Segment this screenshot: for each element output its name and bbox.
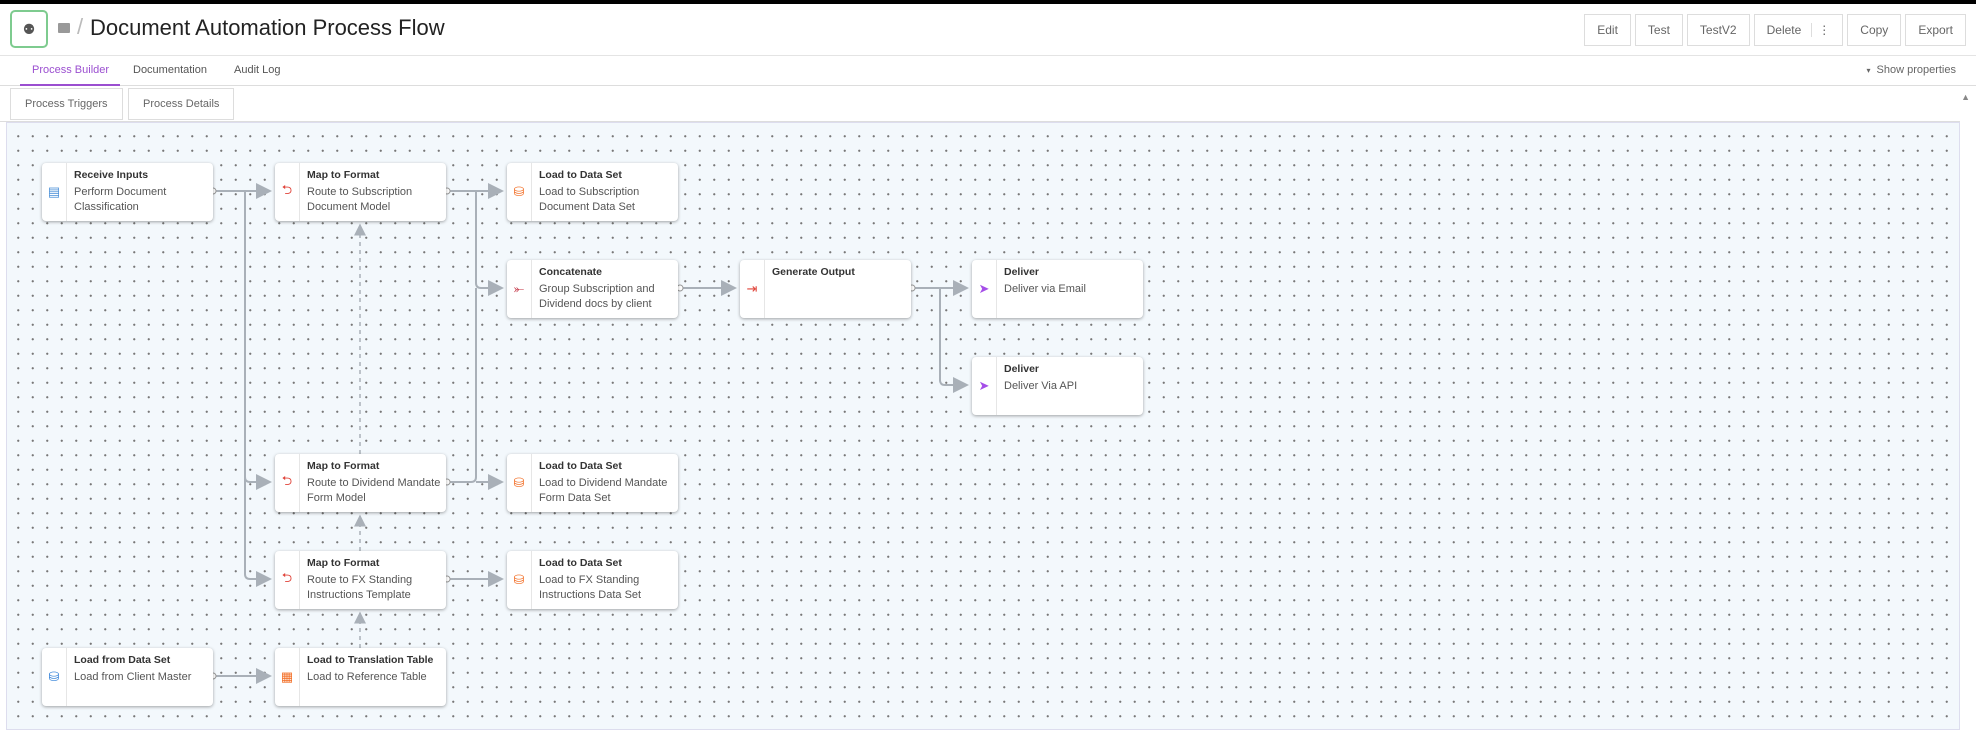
window-top-border [0,0,1976,4]
database-load-icon: ⛁ [42,648,67,706]
database-icon: ⛁ [507,551,532,609]
database-icon: ⛁ [507,163,532,221]
node-title: Load from Data Set [74,654,171,666]
process-node[interactable]: ⮌ Map to Format Route to Dividend Mandat… [275,454,446,512]
subtab-bar: Process Triggers Process Details [0,86,1960,122]
tab-documentation[interactable]: Documentation [133,64,207,76]
process-node[interactable]: ⤜ Concatenate Group Subscription and Div… [507,260,678,318]
export-button[interactable]: Export [1905,14,1966,46]
process-canvas[interactable] [6,122,1960,730]
merge-icon: ⤜ [507,260,532,318]
node-title: Deliver [1004,266,1040,278]
database-icon: ⛁ [507,454,532,512]
process-node[interactable]: ▤ Receive Inputs Perform Document Classi… [42,163,213,221]
process-node[interactable]: ⮌ Map to Format Route to FX Standing Ins… [275,551,446,609]
show-properties-toggle[interactable]: ▾ Show properties [1866,64,1956,76]
header: ⚉ / Document Automation Process Flow Edi… [0,4,1976,56]
process-triggers-button[interactable]: Process Triggers [10,88,123,120]
tab-bar: Process Builder Documentation Audit Log … [0,56,1976,86]
process-details-button[interactable]: Process Details [128,88,235,120]
process-node[interactable]: ⛁ Load to Data Set Load to FX Standing I… [507,551,678,609]
map-format-icon: ⮌ [275,551,300,609]
send-icon: ➤ [972,357,997,415]
node-description: Load from Client Master [74,671,192,683]
node-description: Group Subscription and Dividend docs by … [539,283,655,310]
active-tab-indicator [20,84,120,86]
process-node[interactable]: ⛁ Load to Data Set Load to Dividend Mand… [507,454,678,512]
node-description: Load to Subscription Document Data Set [539,186,640,213]
node-title: Load to Translation Table [307,654,434,666]
process-node[interactable]: ➤ Deliver Deliver Via API [972,357,1143,415]
node-title: Map to Format [307,169,380,181]
node-description: Route to Dividend Mandate Form Model [307,477,441,504]
process-node[interactable]: ⮌ Map to Format Route to Subscription Do… [275,163,446,221]
node-title: Load to Data Set [539,169,622,181]
delete-button[interactable]: Delete [1766,23,1802,37]
page-title: Document Automation Process Flow [90,15,445,40]
delete-button-group[interactable]: Delete ⋮ [1753,14,1844,46]
node-title: Load to Data Set [539,460,622,472]
show-properties-label: Show properties [1876,64,1957,76]
node-description: Load to Dividend Mandate Form Data Set [539,477,668,504]
process-node[interactable]: ⛁ Load to Data Set Load to Subscription … [507,163,678,221]
node-title: Load to Data Set [539,557,622,569]
breadcrumb-separator: / [77,14,84,39]
node-description: Deliver via Email [1004,283,1086,295]
node-title: Receive Inputs [74,169,149,181]
action-toolbar: Edit Test TestV2 Delete ⋮ Copy Export [1584,14,1966,46]
folder-icon[interactable] [58,23,70,33]
process-flow-logo-icon[interactable]: ⚉ [10,10,48,48]
node-title: Concatenate [539,266,603,278]
node-title: Map to Format [307,557,380,569]
process-node[interactable]: ⛁ Load from Data Set Load from Client Ma… [42,648,213,706]
process-node[interactable]: ⇥ Generate Output [740,260,911,318]
node-description: Load to Reference Table [307,671,427,683]
node-description: Perform Document Classification [74,186,167,213]
node-description: Route to Subscription Document Model [307,186,413,213]
testv2-button[interactable]: TestV2 [1686,14,1750,46]
tab-process-builder[interactable]: Process Builder [32,64,110,76]
copy-button[interactable]: Copy [1847,14,1902,46]
map-format-icon: ⮌ [275,454,300,512]
map-format-icon: ⮌ [275,163,300,221]
more-options-icon[interactable]: ⋮ [1811,23,1830,37]
send-icon: ➤ [972,260,997,318]
process-node[interactable]: ➤ Deliver Deliver via Email [972,260,1143,318]
node-description: Load to FX Standing Instructions Data Se… [539,574,642,601]
document-icon: ▤ [42,163,67,221]
node-description: Route to FX Standing Instructions Templa… [307,574,413,601]
test-button[interactable]: Test [1634,14,1683,46]
edit-button[interactable]: Edit [1584,14,1631,46]
node-title: Deliver [1004,363,1040,375]
scroll-up-icon[interactable]: ▲ [1961,92,1970,102]
table-icon: ▦ [275,648,300,706]
node-title: Generate Output [772,266,855,278]
node-description: Deliver Via API [1004,380,1078,392]
process-node[interactable]: ▦ Load to Translation Table Load to Refe… [275,648,446,706]
node-title: Map to Format [307,460,380,472]
tab-audit-log[interactable]: Audit Log [234,64,281,76]
chevron-down-icon: ▾ [1866,66,1871,75]
output-icon: ⇥ [740,260,765,318]
